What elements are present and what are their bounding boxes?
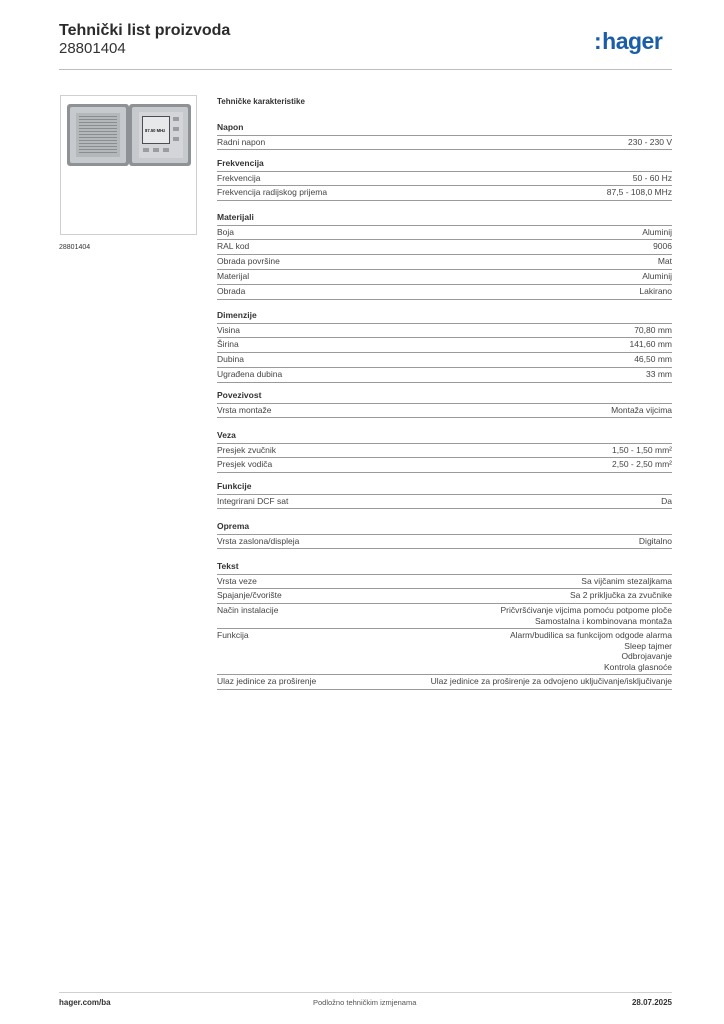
spec-label: Vrsta veze (217, 576, 257, 586)
spec-value: Aluminij (642, 271, 672, 281)
spec-label: Vrsta montaže (217, 405, 272, 415)
product-image-frame: 87.50 MHz (60, 95, 197, 235)
spec-row: Presjek vodiča 2,50 - 2,50 mm² (217, 458, 672, 473)
speaker-grille-icon (79, 116, 117, 153)
spec-label: Širina (217, 339, 239, 349)
product-code-label: 28801404 (59, 244, 91, 251)
spec-value: Mat (657, 256, 672, 266)
spec-value: 33 mm (646, 369, 672, 379)
footer-date: 28.07.2025 (631, 998, 672, 1007)
spec-value: 2,50 - 2,50 mm² (612, 459, 672, 469)
spec-group-title: Funkcije (217, 481, 252, 491)
spec-row: Boja Aluminij (217, 225, 672, 240)
spec-label: Vrsta zaslona/displeja (217, 536, 300, 546)
spec-label: Spajanje/čvorište (217, 590, 282, 600)
spec-value: 50 - 60 Hz (632, 173, 672, 183)
spec-row: Frekvencija radijskog prijema 87,5 - 108,… (217, 186, 672, 201)
spec-group-title: Povezivost (217, 390, 262, 400)
logo-colon-icon: : (594, 28, 602, 54)
spec-row: Dubina 46,50 mm (217, 353, 672, 368)
spec-label: Ulaz jedinice za proširenje (217, 676, 317, 686)
spec-value: Sa vijčanim stezaljkama (581, 576, 672, 586)
spec-value: Aluminij (642, 227, 672, 237)
spec-row: Vrsta zaslona/displeja Digitalno (217, 534, 672, 549)
footer-website: hager.com/ba (59, 998, 111, 1007)
spec-value: 230 - 230 V (628, 137, 672, 147)
spec-value: 46,50 mm (634, 354, 672, 364)
spec-row: Širina 141,60 mm (217, 338, 672, 353)
spec-row: Obrada površine Mat (217, 255, 672, 270)
spec-value: 70,80 mm (634, 325, 672, 335)
spec-label: Obrada (217, 286, 246, 296)
spec-value: Digitalno (638, 536, 672, 546)
spec-group-title: Dimenzije (217, 310, 257, 320)
spec-label: Funkcija (217, 630, 249, 640)
spec-label: Presjek zvučnik (217, 445, 277, 455)
spec-label: Boja (217, 227, 235, 237)
spec-row: Integrirani DCF sat Da (217, 494, 672, 509)
spec-row: Visina 70,80 mm (217, 323, 672, 338)
spec-label: Ugrađena dubina (217, 369, 283, 379)
spec-label: Obrada površine (217, 256, 280, 266)
spec-group-title: Napon (217, 122, 244, 132)
spec-label: Presjek vodiča (217, 459, 273, 469)
display-frequency: 87.50 MHz (145, 128, 165, 133)
page-title: Tehnički list proizvoda (59, 22, 231, 39)
spec-value: Alarm/budilica sa funkcijom odgode alarm… (509, 630, 672, 672)
header-divider (59, 69, 672, 70)
spec-row: RAL kod 9006 (217, 240, 672, 255)
product-number: 28801404 (59, 40, 126, 57)
spec-group-title: Veza (217, 430, 236, 440)
spec-row: Način instalacije Pričvršćivanje vijcima … (217, 604, 672, 629)
spec-group-title: Tekst (217, 561, 239, 571)
spec-row: Vrsta veze Sa vijčanim stezaljkama (217, 574, 672, 589)
spec-row: Presjek zvučnik 1,50 - 1,50 mm² (217, 443, 672, 458)
spec-label: Način instalacije (217, 605, 279, 615)
footer-divider (59, 992, 672, 993)
logo-text: hager (602, 28, 663, 54)
spec-value: Lakirano (639, 286, 672, 296)
spec-value: 1,50 - 1,50 mm² (612, 445, 672, 455)
spec-group-title: Frekvencija (217, 158, 264, 168)
spec-row: Frekvencija 50 - 60 Hz (217, 171, 672, 186)
spec-value: Ulaz jedinice za proširenje za odvojeno … (430, 676, 672, 686)
spec-value: Da (661, 496, 672, 506)
spec-value: 141,60 mm (629, 339, 672, 349)
footer-note: Podložno tehničkim izmjenama (313, 998, 417, 1007)
product-image: 87.50 MHz (67, 104, 191, 166)
spec-label: Dubina (217, 354, 244, 364)
spec-row: Radni napon 230 - 230 V (217, 135, 672, 150)
spec-label: RAL kod (217, 241, 250, 251)
spec-label: Frekvencija radijskog prijema (217, 187, 328, 197)
spec-row: Spajanje/čvorište Sa 2 priključka za zvuč… (217, 589, 672, 604)
spec-value: Sa 2 priključka za zvučnike (569, 590, 672, 600)
spec-label: Frekvencija (217, 173, 261, 183)
spec-label: Radni napon (217, 137, 266, 147)
spec-row: Materijal Aluminij (217, 270, 672, 285)
spec-value: 9006 (653, 241, 672, 251)
spec-group-title: Oprema (217, 521, 250, 531)
spec-value: Montaža vijcima (611, 405, 672, 415)
spec-row: Ulaz jedinice za proširenje Ulaz jedinice… (217, 675, 672, 690)
spec-row: Vrsta montaže Montaža vijcima (217, 403, 672, 418)
spec-group-title: Materijali (217, 212, 254, 222)
spec-label: Materijal (217, 271, 250, 281)
spec-row: Ugrađena dubina 33 mm (217, 368, 672, 383)
spec-label: Integrirani DCF sat (217, 496, 289, 506)
spec-row: Funkcija Alarm/budilica sa funkcijom odgo… (217, 629, 672, 675)
spec-row: Obrada Lakirano (217, 285, 672, 300)
spec-value: Pričvršćivanje vijcima pomoću potpome pl… (500, 605, 673, 626)
section-title: Tehničke karakteristike (217, 97, 305, 106)
hager-logo: :hager (594, 28, 663, 55)
spec-value: 87,5 - 108,0 MHz (606, 187, 672, 197)
spec-label: Visina (217, 325, 240, 335)
